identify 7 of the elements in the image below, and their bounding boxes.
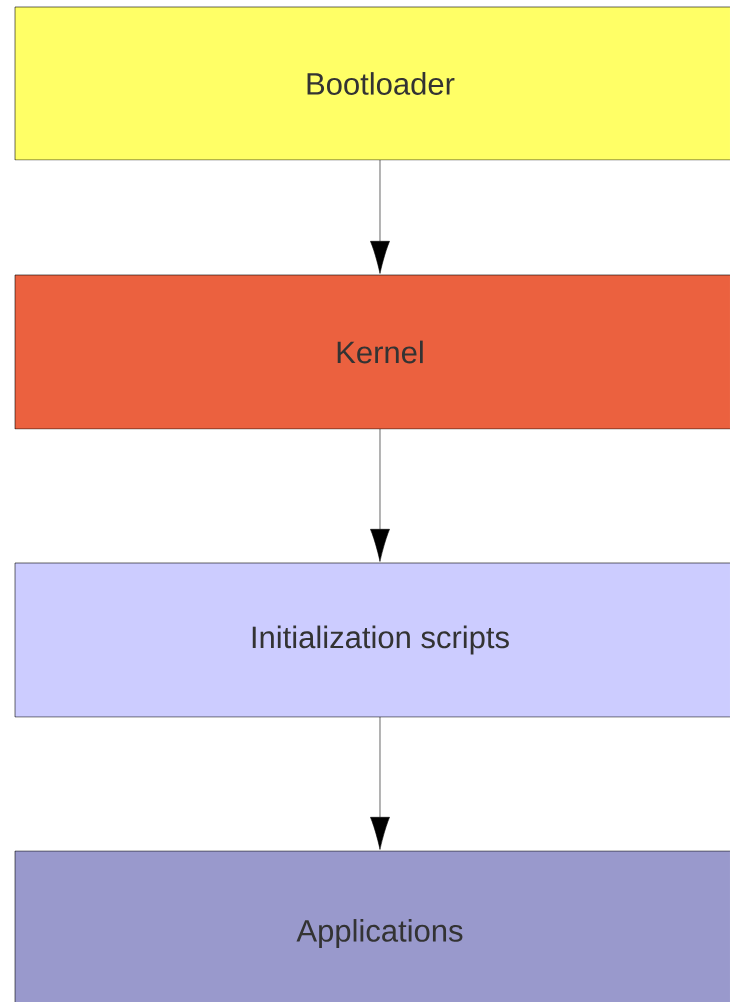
process-box: Kernel	[14, 274, 730, 430]
arrow	[370, 716, 390, 850]
process-box: Applications	[14, 850, 730, 1002]
process-box: Initialization scripts	[14, 562, 730, 718]
process-box: Bootloader	[14, 6, 730, 161]
arrow	[370, 428, 390, 562]
arrow	[370, 159, 390, 274]
